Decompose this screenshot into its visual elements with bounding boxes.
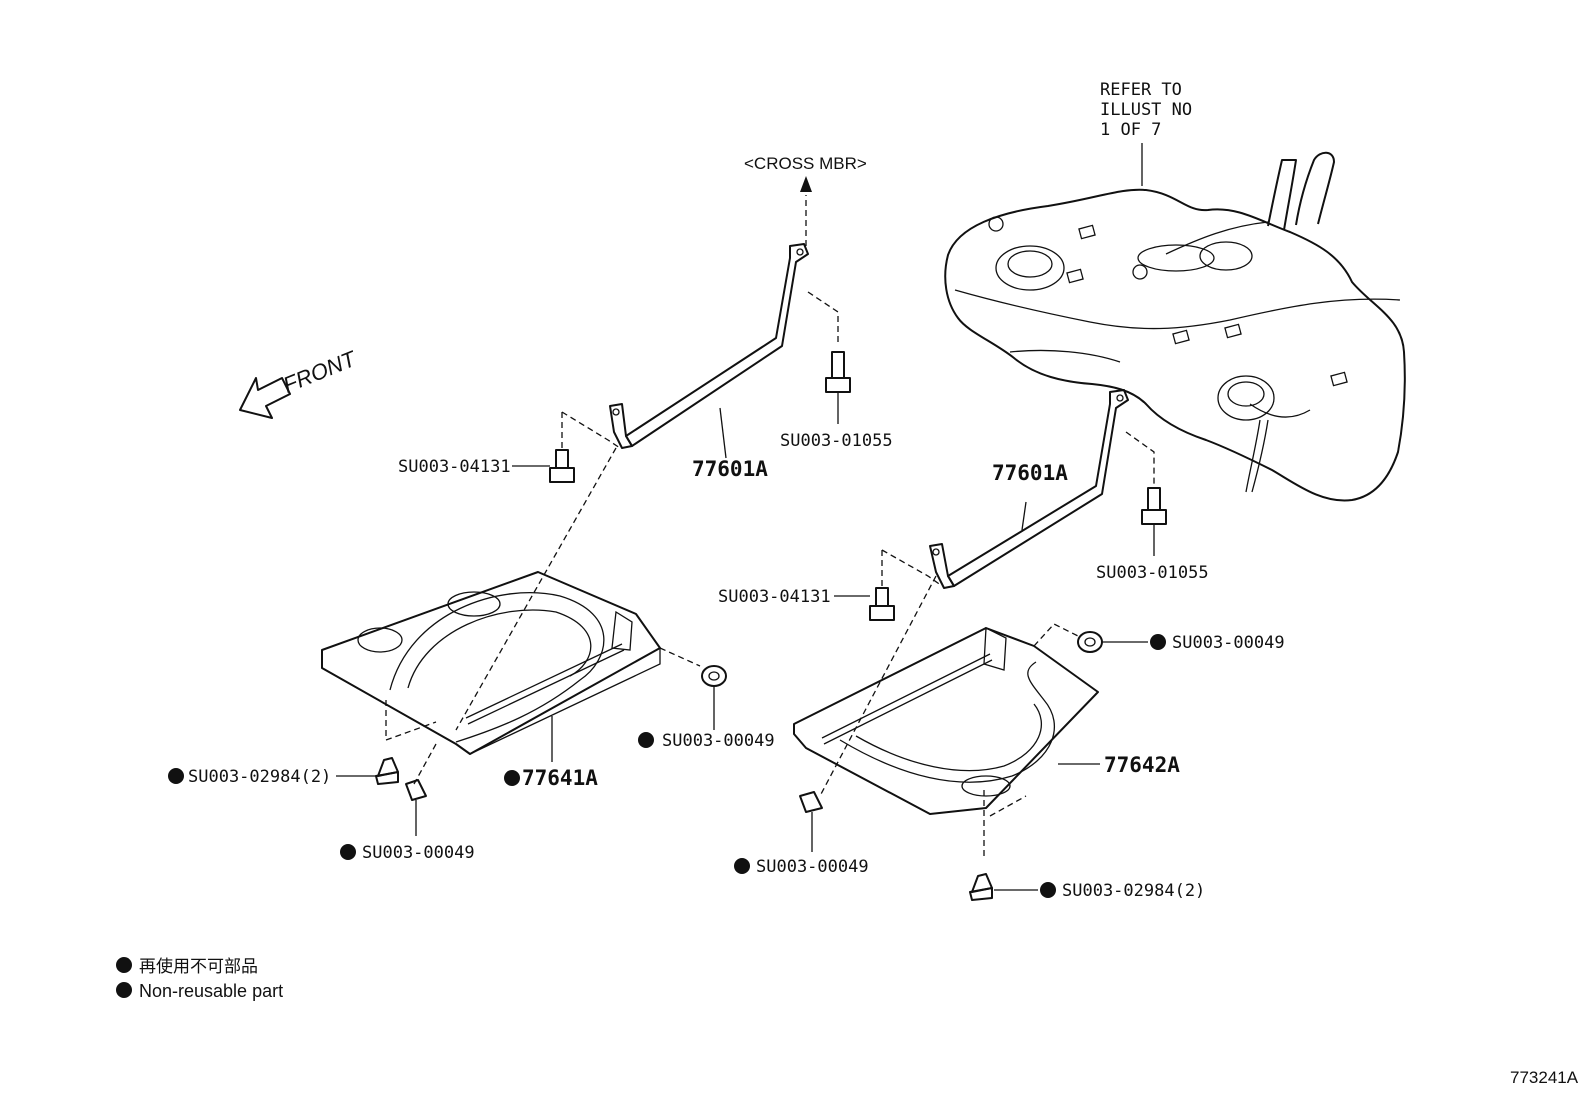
legend-jp: 再使用不可部品 (139, 956, 258, 976)
bolt-04131-left: SU003-04131 (398, 412, 575, 483)
clip-00049-right-bottom-label: SU003-00049 (756, 857, 869, 877)
bolt-04131-left-label: SU003-04131 (398, 457, 511, 477)
protector-left-part-number: 77641A (522, 766, 598, 790)
nut-00049-left-mid: SU003-00049 (638, 665, 775, 751)
protector-left-77641A (321, 571, 661, 755)
legend-dot-icon (116, 982, 132, 998)
protector-right-77642A (793, 626, 1099, 815)
bolt-04131-right: SU003-04131 (718, 550, 895, 621)
fuel-tank-strap-right (929, 389, 1129, 589)
nut-00049-left-mid-label: SU003-00049 (662, 731, 775, 751)
front-direction-indicator: FRONT (239, 345, 361, 419)
cross-mbr-label: <CROSS MBR> (744, 154, 867, 173)
strap-right-part-number: 77601A (992, 461, 1068, 485)
non-reusable-dot-icon (1150, 634, 1166, 650)
nut-00049-upper-right: SU003-00049 (1077, 631, 1285, 653)
bolt-01055-left-label: SU003-01055 (780, 431, 893, 451)
nut-00049-upper-right-label: SU003-00049 (1172, 633, 1285, 653)
non-reusable-dot-icon (504, 770, 520, 786)
refer-line-2: ILLUST NO (1100, 100, 1192, 120)
non-reusable-dot-icon (734, 858, 750, 874)
protector-right-part-number: 77642A (1104, 753, 1180, 777)
illustration-id: 773241A (1510, 1068, 1579, 1087)
strap-left-part-number: 77601A (692, 457, 768, 481)
clip-00049-left-bottom-label: SU003-00049 (362, 843, 475, 863)
refer-line-3: 1 OF 7 (1100, 120, 1161, 140)
refer-line-1: REFER TO (1100, 80, 1182, 100)
non-reusable-dot-icon (340, 844, 356, 860)
fuel-tank-illustration (944, 151, 1406, 502)
refer-to-note: REFER TO ILLUST NO 1 OF 7 (1100, 80, 1192, 186)
legend-en: Non-reusable part (139, 981, 283, 1001)
up-arrow-icon (800, 176, 812, 192)
clip-00049-right-bottom: SU003-00049 (734, 791, 869, 877)
clip-02984-right-label: SU003-02984(2) (1062, 881, 1205, 901)
clip-02984-left-label: SU003-02984(2) (188, 767, 331, 787)
non-reusable-dot-icon (168, 768, 184, 784)
bolt-01055-right: SU003-01055 (1096, 487, 1209, 583)
cross-member-reference: <CROSS MBR> (744, 154, 867, 246)
clip-02984-right: SU003-02984(2) (969, 873, 1205, 901)
bolt-04131-right-label: SU003-04131 (718, 587, 831, 607)
non-reusable-dot-icon (1040, 882, 1056, 898)
clip-00049-left-bottom: SU003-00049 (340, 779, 475, 863)
front-label: FRONT (280, 345, 361, 397)
legend-dot-icon (116, 957, 132, 973)
legend: 再使用不可部品 Non-reusable part (116, 956, 283, 1001)
bolt-01055-left: SU003-01055 (780, 351, 893, 451)
non-reusable-dot-icon (638, 732, 654, 748)
clip-02984-left: SU003-02984(2) (168, 757, 399, 787)
bolt-01055-right-label: SU003-01055 (1096, 563, 1209, 583)
fuel-tank-strap-left (609, 243, 809, 449)
